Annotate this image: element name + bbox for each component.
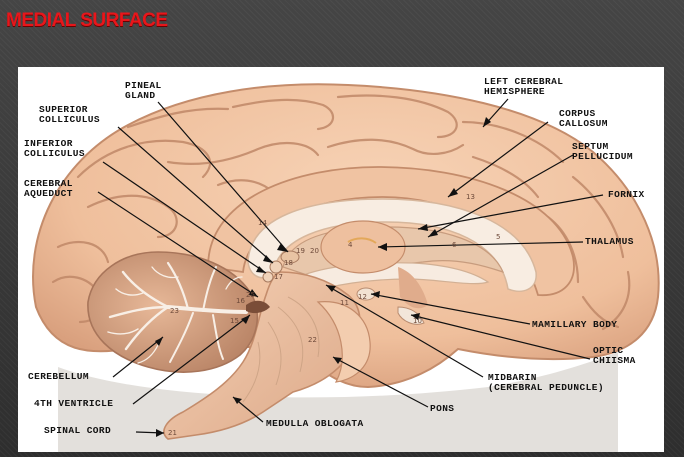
label-superior-colliculus: SUPERIOR COLLICULUS bbox=[39, 104, 101, 125]
model-number: 15 bbox=[230, 317, 239, 325]
model-numbers: 19 20 18 17 16 15 14 13 6 5 4 12 11 10 2… bbox=[168, 193, 500, 437]
brainstem-shape bbox=[163, 271, 361, 440]
model-number: 10 bbox=[413, 317, 422, 325]
brain-illustration: 19 20 18 17 16 15 14 13 6 5 4 12 11 10 2… bbox=[32, 83, 660, 452]
brain-figure: 19 20 18 17 16 15 14 13 6 5 4 12 11 10 2… bbox=[18, 67, 664, 452]
label-pons: PONS bbox=[430, 403, 455, 414]
hypothalamus-shape bbox=[398, 267, 428, 309]
label-septum-pellucidum: SEPTUM PELLUCIDUM bbox=[572, 141, 634, 162]
model-number: 19 bbox=[296, 247, 305, 255]
optic-chiasma-shape bbox=[397, 306, 425, 325]
brainstem-fibers bbox=[242, 296, 320, 403]
model-number: 25 bbox=[246, 291, 255, 299]
model-number: 11 bbox=[340, 299, 349, 307]
label-medulla-oblongata: MEDULLA OBLOGATA bbox=[266, 418, 364, 429]
model-number: 20 bbox=[310, 247, 319, 255]
inferior-colliculus-shape bbox=[262, 271, 274, 283]
label-thalamus: THALAMUS bbox=[585, 236, 634, 247]
model-number: 23 bbox=[170, 307, 179, 315]
model-number: 17 bbox=[274, 273, 283, 281]
label-midbrain: MIDBARIN (CEREBRAL PEDUNCLE) bbox=[488, 372, 604, 393]
model-number: 16 bbox=[236, 297, 245, 305]
label-corpus-callosum: CORPUS CALLOSUM bbox=[559, 108, 608, 129]
label-optic-chiasma: OPTIC CHIISMA bbox=[593, 345, 636, 366]
thalamus-shape bbox=[320, 220, 406, 274]
label-mamillary-body: MAMILLARY BODY bbox=[532, 319, 618, 330]
thalamus-highlight bbox=[347, 237, 377, 244]
label-spinal-cord: SPINAL CORD bbox=[44, 425, 112, 436]
label-pineal-gland: PINEAL GLAND bbox=[125, 80, 162, 101]
slide-title: MEDIAL SURFACE bbox=[6, 10, 168, 31]
pons-shape bbox=[316, 301, 371, 383]
label-cerebellum: CEREBELLUM bbox=[28, 371, 90, 382]
model-number: 22 bbox=[308, 336, 317, 344]
label-cerebral-aqueduct: CEREBRAL AQUEDUCT bbox=[24, 178, 73, 199]
pineal-gland-shape bbox=[280, 250, 300, 264]
fourth-ventricle-shape bbox=[246, 300, 270, 314]
arrowheads bbox=[155, 117, 491, 437]
model-number: 5 bbox=[496, 233, 500, 241]
model-number: 6 bbox=[452, 241, 457, 249]
leader-lines bbox=[97, 98, 604, 434]
model-number: 4 bbox=[348, 241, 353, 249]
label-inferior-colliculus: INFERIOR COLLICULUS bbox=[24, 138, 86, 159]
model-number: 21 bbox=[168, 429, 177, 437]
arbor-vitae bbox=[107, 261, 248, 364]
label-fourth-ventricle: 4TH VENTRICLE bbox=[34, 398, 114, 409]
model-number: 18 bbox=[284, 259, 293, 267]
superior-colliculus-shape bbox=[269, 260, 283, 274]
label-fornix: FORNIX bbox=[608, 189, 645, 200]
model-number: 14 bbox=[258, 219, 267, 227]
model-number: 13 bbox=[466, 193, 475, 201]
label-left-cerebral-hemisphere: LEFT CEREBRAL HEMISPHERE bbox=[484, 76, 564, 97]
cingulate-gyrus bbox=[207, 166, 575, 296]
model-number: 12 bbox=[358, 293, 367, 301]
